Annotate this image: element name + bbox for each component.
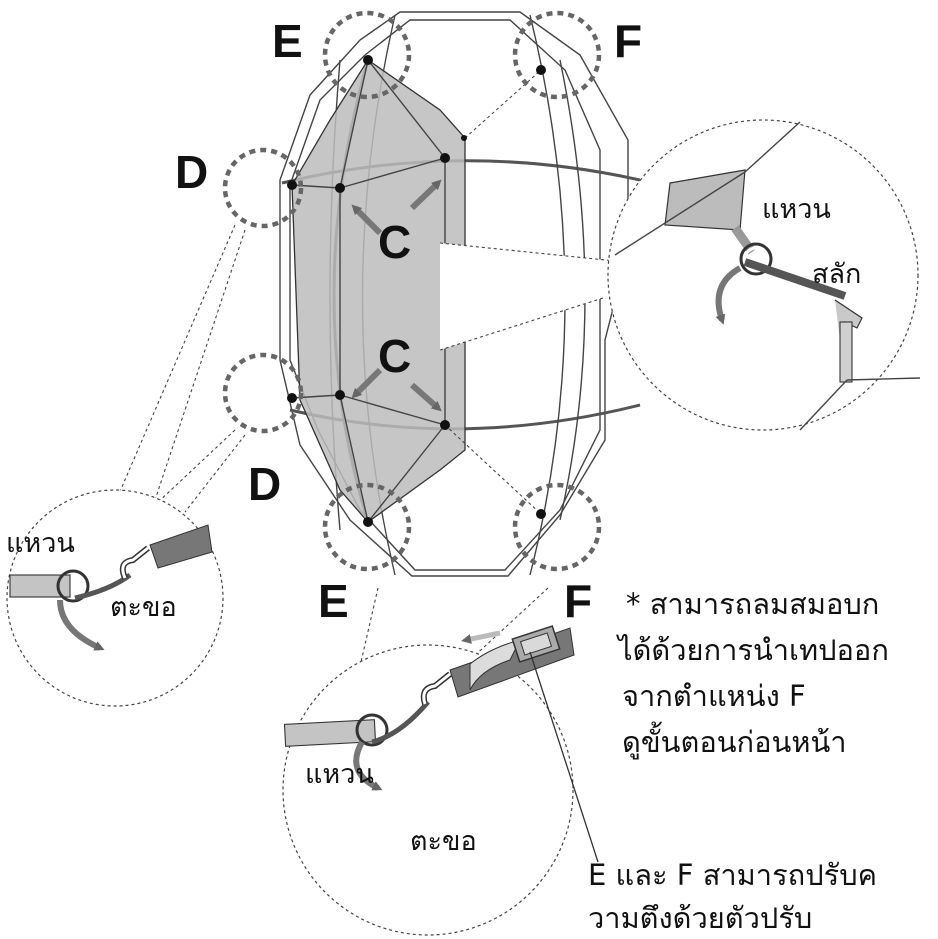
- f-top-guyline: [464, 69, 542, 139]
- note-line-4: ดูขั้นตอนก่อนหน้า: [622, 721, 847, 760]
- attachment-points: [287, 55, 546, 527]
- c-arrows: [351, 179, 442, 412]
- left-zoom-callout: [6, 224, 246, 707]
- label-f-top: F: [614, 15, 642, 67]
- right-stake-label: สลัก: [812, 259, 861, 290]
- bottom-zoom-callout: [282, 587, 599, 936]
- label-d-top: D: [175, 146, 208, 198]
- adjuster-line-2: วามตึงด้วยตัวปรับ: [588, 901, 812, 935]
- f-bottom-guyline: [444, 424, 542, 515]
- bottom-ring-label: แหวน: [305, 759, 374, 790]
- anchor-note: * สามารถลมสมอบก ได้ด้วยการนำเทปออก จากตำ…: [616, 587, 889, 760]
- label-d-bottom: D: [248, 458, 281, 510]
- marker-circles: [222, 10, 602, 572]
- adjuster-note: E และ F สามารถปรับค วามตึงด้วยตัวปรับ: [588, 858, 877, 935]
- left-hook-label: ตะขอ: [110, 592, 177, 623]
- note-line-2: ได้ด้วยการนำเทปออก: [616, 633, 889, 667]
- left-ring-label: แหวน: [6, 528, 75, 559]
- adjuster-line-1: E และ F สามารถปรับค: [588, 858, 877, 892]
- label-e-bottom: E: [318, 575, 349, 627]
- note-line-3: จากตำแหน่ง F: [622, 679, 806, 713]
- bottom-hook-label: ตะขอ: [410, 826, 477, 857]
- label-f-bottom: F: [564, 575, 592, 627]
- label-c-top: C: [378, 216, 411, 268]
- right-zoom-callout: [439, 119, 921, 431]
- label-c-bottom: C: [378, 330, 411, 382]
- note-line-1: * สามารถลมสมอบก: [626, 587, 879, 621]
- label-e-top: E: [272, 15, 303, 67]
- right-ring-label: แหวน: [762, 194, 831, 225]
- gray-panel: [291, 59, 466, 523]
